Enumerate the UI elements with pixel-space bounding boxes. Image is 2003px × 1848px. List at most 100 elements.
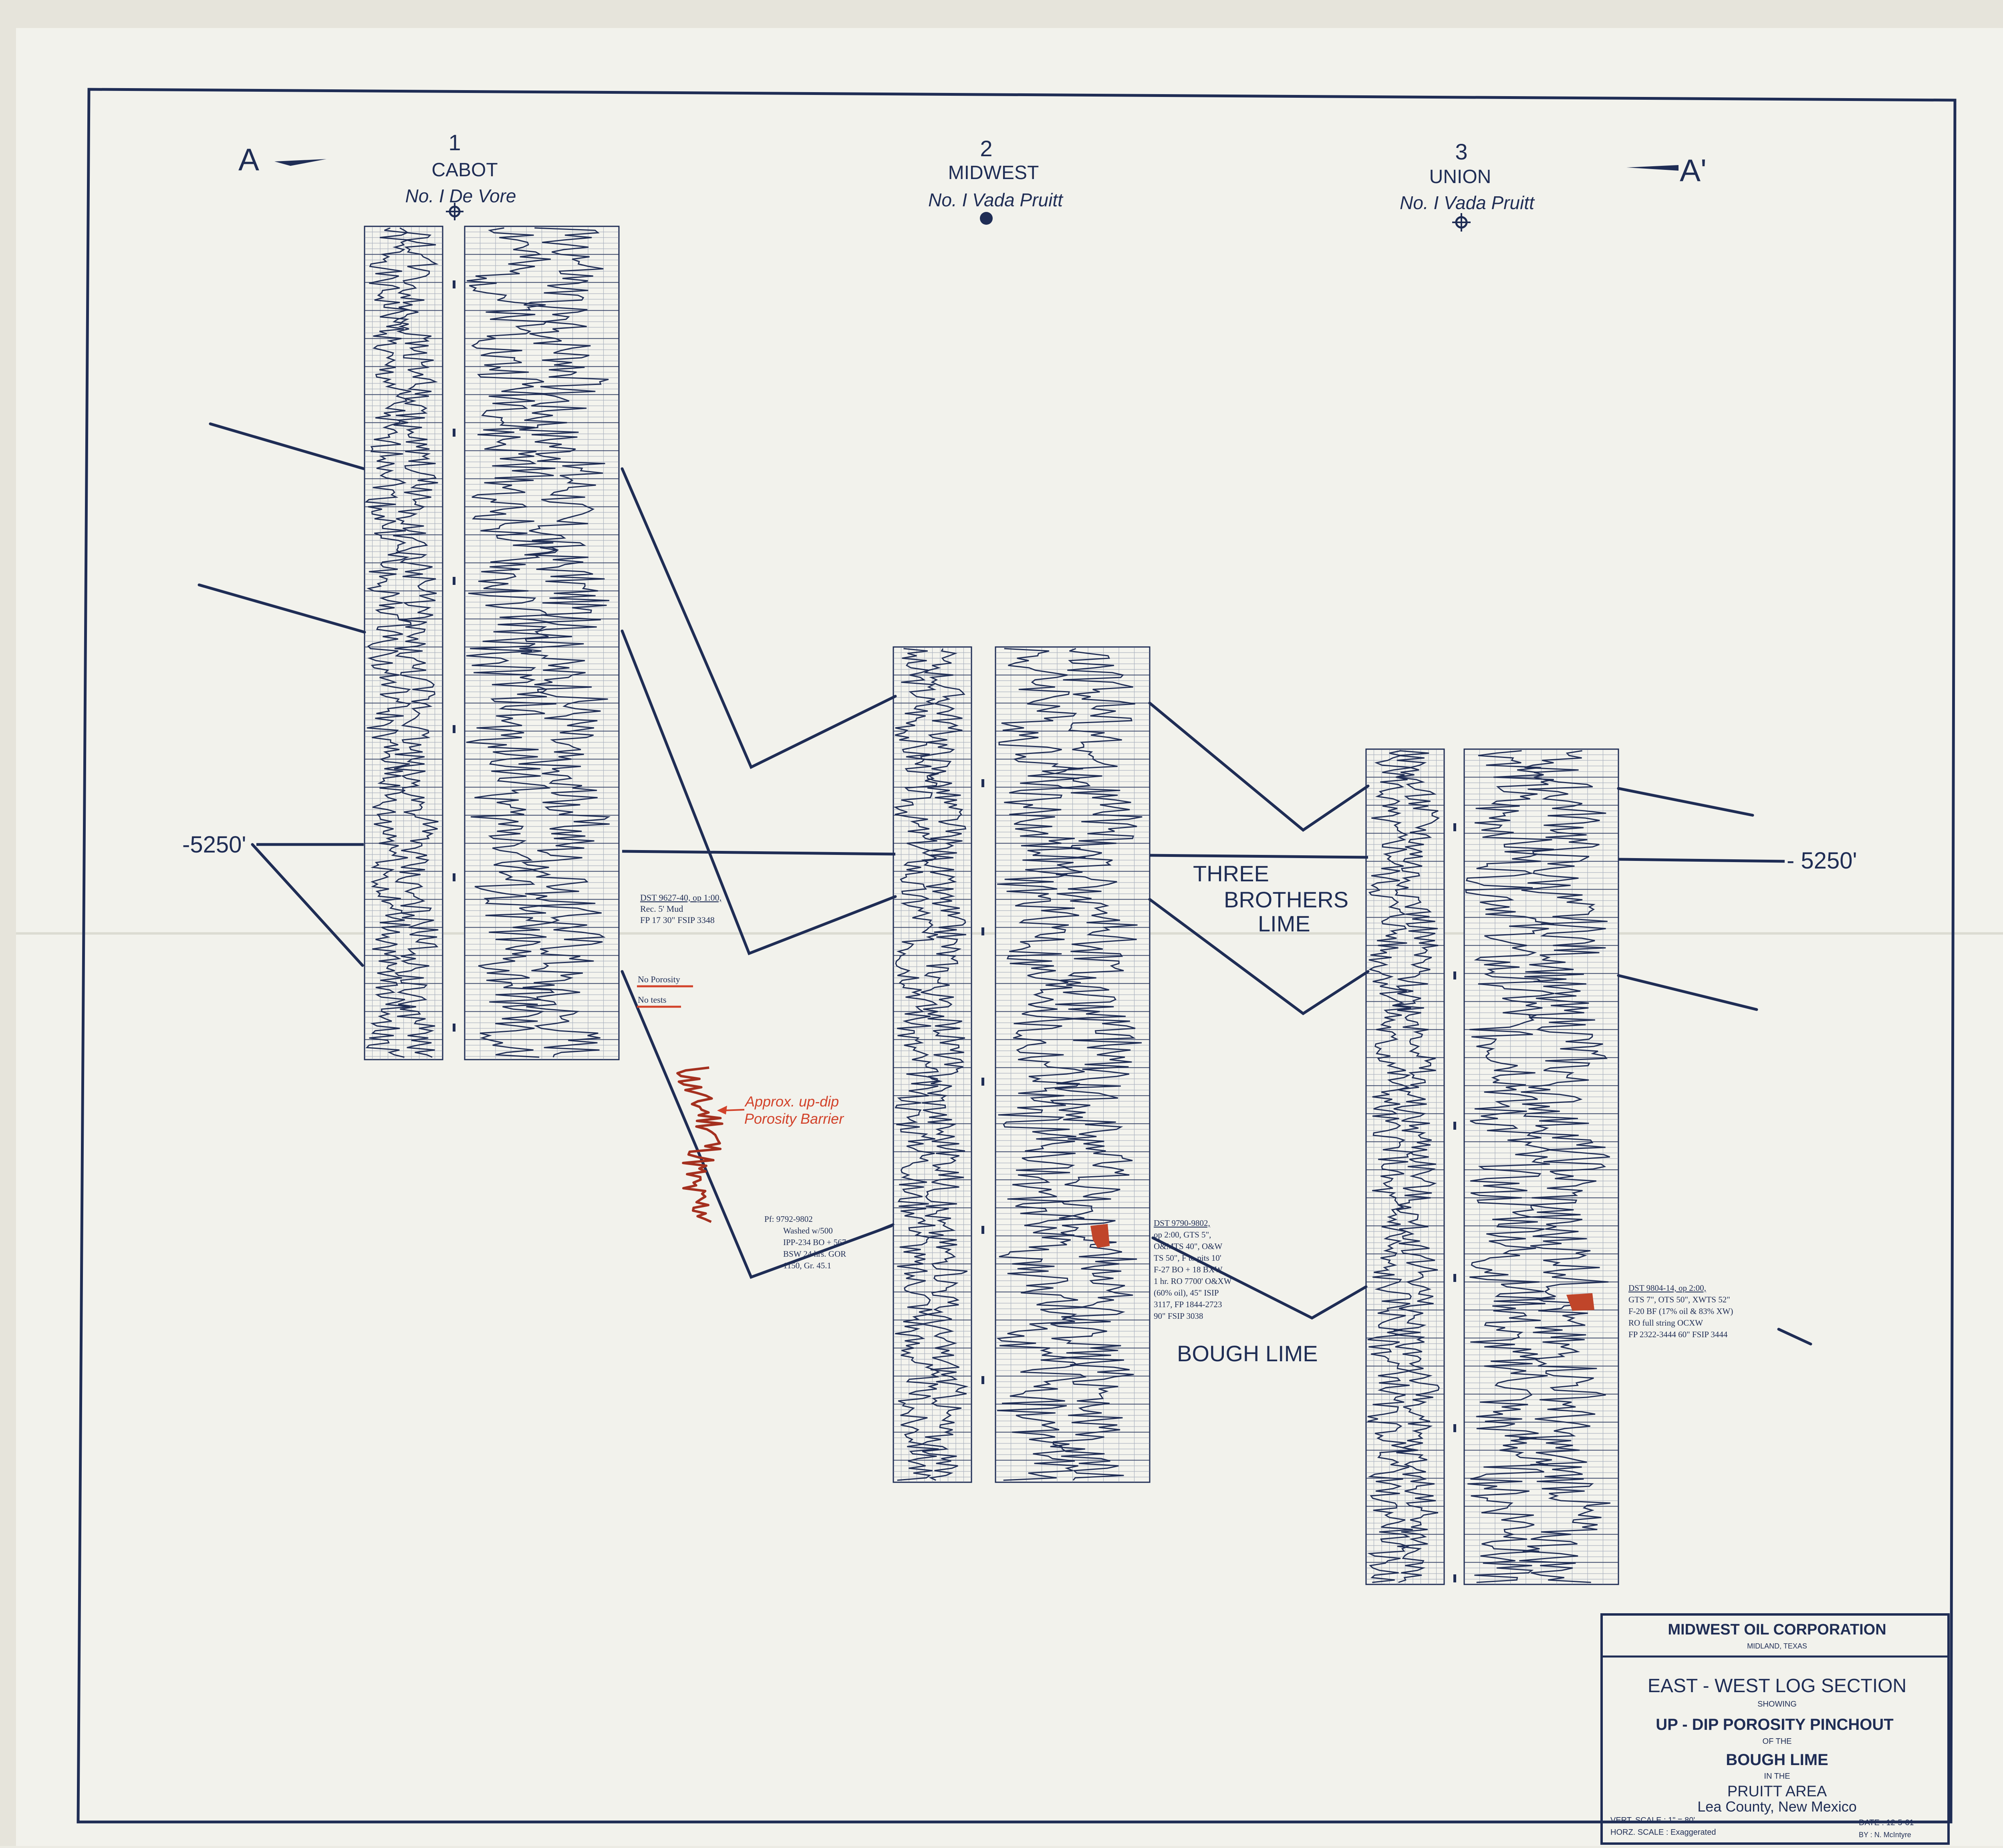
dst2-line-3: O&MTS 40", O&W xyxy=(1154,1241,1223,1251)
drawing-subject: UP - DIP POROSITY PINCHOUT xyxy=(1656,1716,1893,1733)
correlation-line-2 xyxy=(197,583,366,634)
horizontal-scale: HORZ. SCALE : Exaggerated xyxy=(1610,1828,1716,1837)
section-start-label: A xyxy=(238,142,259,177)
well-2-sp-log-track xyxy=(893,646,972,1483)
barrier-note-line-2: Porosity Barrier xyxy=(744,1110,844,1127)
dst3-line-1: DST 9804-14, op 2:00, xyxy=(1628,1283,1706,1293)
company-name: MIDWEST OIL CORPORATION xyxy=(1668,1621,1886,1638)
dst2-line-8: 3117, FP 1844-2723 xyxy=(1154,1300,1222,1309)
dst3-line-2: GTS 7", OTS 50", XWTS 52" xyxy=(1628,1295,1730,1304)
dst3-line-3: F-20 BF (17% oil & 83% XW) xyxy=(1628,1306,1733,1316)
no-porosity-notes: No Porosity No tests xyxy=(637,974,693,1008)
dst1-line-1: DST 9627-40, op 1:00, xyxy=(640,893,721,903)
log-curve xyxy=(1393,750,1440,1583)
formation-label-line-1: THREE xyxy=(1193,861,1269,886)
formation-label-line-3: LIME xyxy=(1258,911,1310,936)
pf-line-3: IPP-234 BO + 567 xyxy=(783,1237,846,1247)
bough-lime-label: BOUGH LIME xyxy=(1177,1341,1318,1366)
well-1-dst-annotation: DST 9627-40, op 1:00, Rec. 5' Mud FP 17 … xyxy=(640,893,721,925)
dst1-line-2: Rec. 5' Mud xyxy=(640,904,683,914)
datum-label-left: -5250' xyxy=(182,832,246,858)
well-2-number: 2 xyxy=(980,136,992,161)
pf-line-4: BSW 24 hrs. GOR xyxy=(783,1249,846,1259)
correlation-line-5 xyxy=(621,629,897,955)
well-3-header: 3 UNION No. I Vada Pruitt xyxy=(1400,139,1535,232)
log-curve xyxy=(996,648,1087,1481)
well-1-header: 1 CABOT No. I De Vore xyxy=(405,130,516,220)
section-end-label: A' xyxy=(1680,153,1707,188)
well-3-sp-log-track xyxy=(1365,748,1445,1585)
well-3-dst-interval-marker xyxy=(1566,1293,1594,1311)
log-curve xyxy=(518,227,611,1058)
correlation-line-6 xyxy=(621,970,893,1279)
dst3-line-4: RO full string OCXW xyxy=(1628,1318,1703,1328)
correlation-line-3 xyxy=(251,843,364,967)
well-1-number: 1 xyxy=(448,130,461,155)
title-showing: SHOWING xyxy=(1757,1700,1797,1709)
no-porosity-note: No Porosity xyxy=(638,974,680,984)
title-of-the: OF THE xyxy=(1763,1737,1792,1746)
drawing-formation: BOUGH LIME xyxy=(1726,1751,1828,1769)
well-1-resistivity-log-track xyxy=(464,226,620,1060)
pf-line-5: 1150, Gr. 45.1 xyxy=(783,1261,831,1270)
drawing-county: Lea County, New Mexico xyxy=(1697,1798,1857,1815)
well-3-dst-annotation: DST 9804-14, op 2:00, GTS 7", OTS 50", X… xyxy=(1628,1283,1733,1339)
dst2-line-4: TS 50", F to pits 10' xyxy=(1154,1253,1221,1263)
log-curve xyxy=(392,227,439,1058)
dst2-line-9: 90" FSIP 3038 xyxy=(1154,1311,1203,1321)
well-2-lease: No. I Vada Pruitt xyxy=(928,189,1064,210)
well-2-operator: MIDWEST xyxy=(948,162,1039,183)
well-1-operator: CABOT xyxy=(431,159,498,181)
dst3-line-5: FP 2322-3444 60" FSIP 3444 xyxy=(1628,1330,1728,1339)
log-track-major-grid xyxy=(893,646,971,1461)
log-curve xyxy=(919,648,969,1481)
log-curve xyxy=(365,227,412,1058)
section-end-marker: A' xyxy=(1626,153,1707,188)
correlation-line-11 xyxy=(1617,974,1758,1011)
dst2-line-1: DST 9790-9802, xyxy=(1154,1218,1210,1228)
log-curve xyxy=(1519,750,1611,1583)
well-3-operator: UNION xyxy=(1429,166,1491,187)
well-log-strips xyxy=(364,226,1619,1585)
section-end-arrow xyxy=(1626,165,1679,171)
dst1-line-3: FP 17 30" FSIP 3348 xyxy=(640,915,715,925)
correlation-line-9 xyxy=(1151,1236,1368,1320)
correlation-line-4 xyxy=(621,467,897,769)
oil-well-symbol xyxy=(980,212,993,225)
well-2-dst-interval-marker xyxy=(1090,1224,1110,1248)
well-2-resistivity-log-track xyxy=(995,646,1151,1483)
title-in-the: IN THE xyxy=(1764,1772,1790,1781)
datum-label-right: - 5250' xyxy=(1787,848,1857,874)
well-1-sp-log-track xyxy=(364,226,443,1060)
three-brothers-lime-label: THREE BROTHERS LIME xyxy=(1193,861,1348,936)
porosity-barrier-sketch: Approx. up-dip Porosity Barrier xyxy=(676,1066,844,1223)
well-3-resistivity-log-track xyxy=(1463,748,1619,1585)
log-curve xyxy=(893,648,940,1481)
drawing-date: DATE : 12-5-61 xyxy=(1859,1818,1914,1827)
depth-markers xyxy=(453,280,1456,1582)
correlation-lines xyxy=(197,422,1812,1346)
well-1-lease: No. I De Vore xyxy=(405,185,516,206)
porosity-barrier-curve xyxy=(676,1066,723,1223)
log-curve xyxy=(466,227,559,1058)
dst2-line-5: F-27 BO + 18 BXW xyxy=(1154,1265,1223,1274)
dst2-line-6: 1 hr. RO 7700' O&XW xyxy=(1154,1276,1232,1286)
correlation-line-7 xyxy=(1148,701,1370,832)
datum-line xyxy=(256,843,1785,863)
well-2-header: 2 MIDWEST No. I Vada Pruitt xyxy=(928,136,1064,225)
well-2-dst-annotation: DST 9790-9802, op 2:00, GTS 5", O&MTS 40… xyxy=(1154,1218,1232,1321)
section-start-marker: A xyxy=(238,142,326,177)
drawing-title: EAST - WEST LOG SECTION xyxy=(1648,1675,1906,1697)
well-3-number: 3 xyxy=(1455,139,1467,164)
section-start-arrow xyxy=(274,159,326,166)
log-curve xyxy=(1367,750,1413,1583)
drawing-area: PRUITT AREA xyxy=(1727,1783,1827,1800)
dst2-line-7: (60% oil), 45" ISIP xyxy=(1154,1288,1219,1298)
oil-well-gas-show-symbol xyxy=(1452,213,1471,232)
log-curve xyxy=(1465,750,1555,1583)
barrier-note-line-1: Approx. up-dip xyxy=(744,1093,839,1110)
dry-hole-symbol xyxy=(446,203,463,220)
well-2-perforation-annotation: Pf: 9792-9802 Washed w/500 IPP-234 BO + … xyxy=(764,1214,895,1270)
well-3-lease: No. I Vada Pruitt xyxy=(1400,192,1535,213)
